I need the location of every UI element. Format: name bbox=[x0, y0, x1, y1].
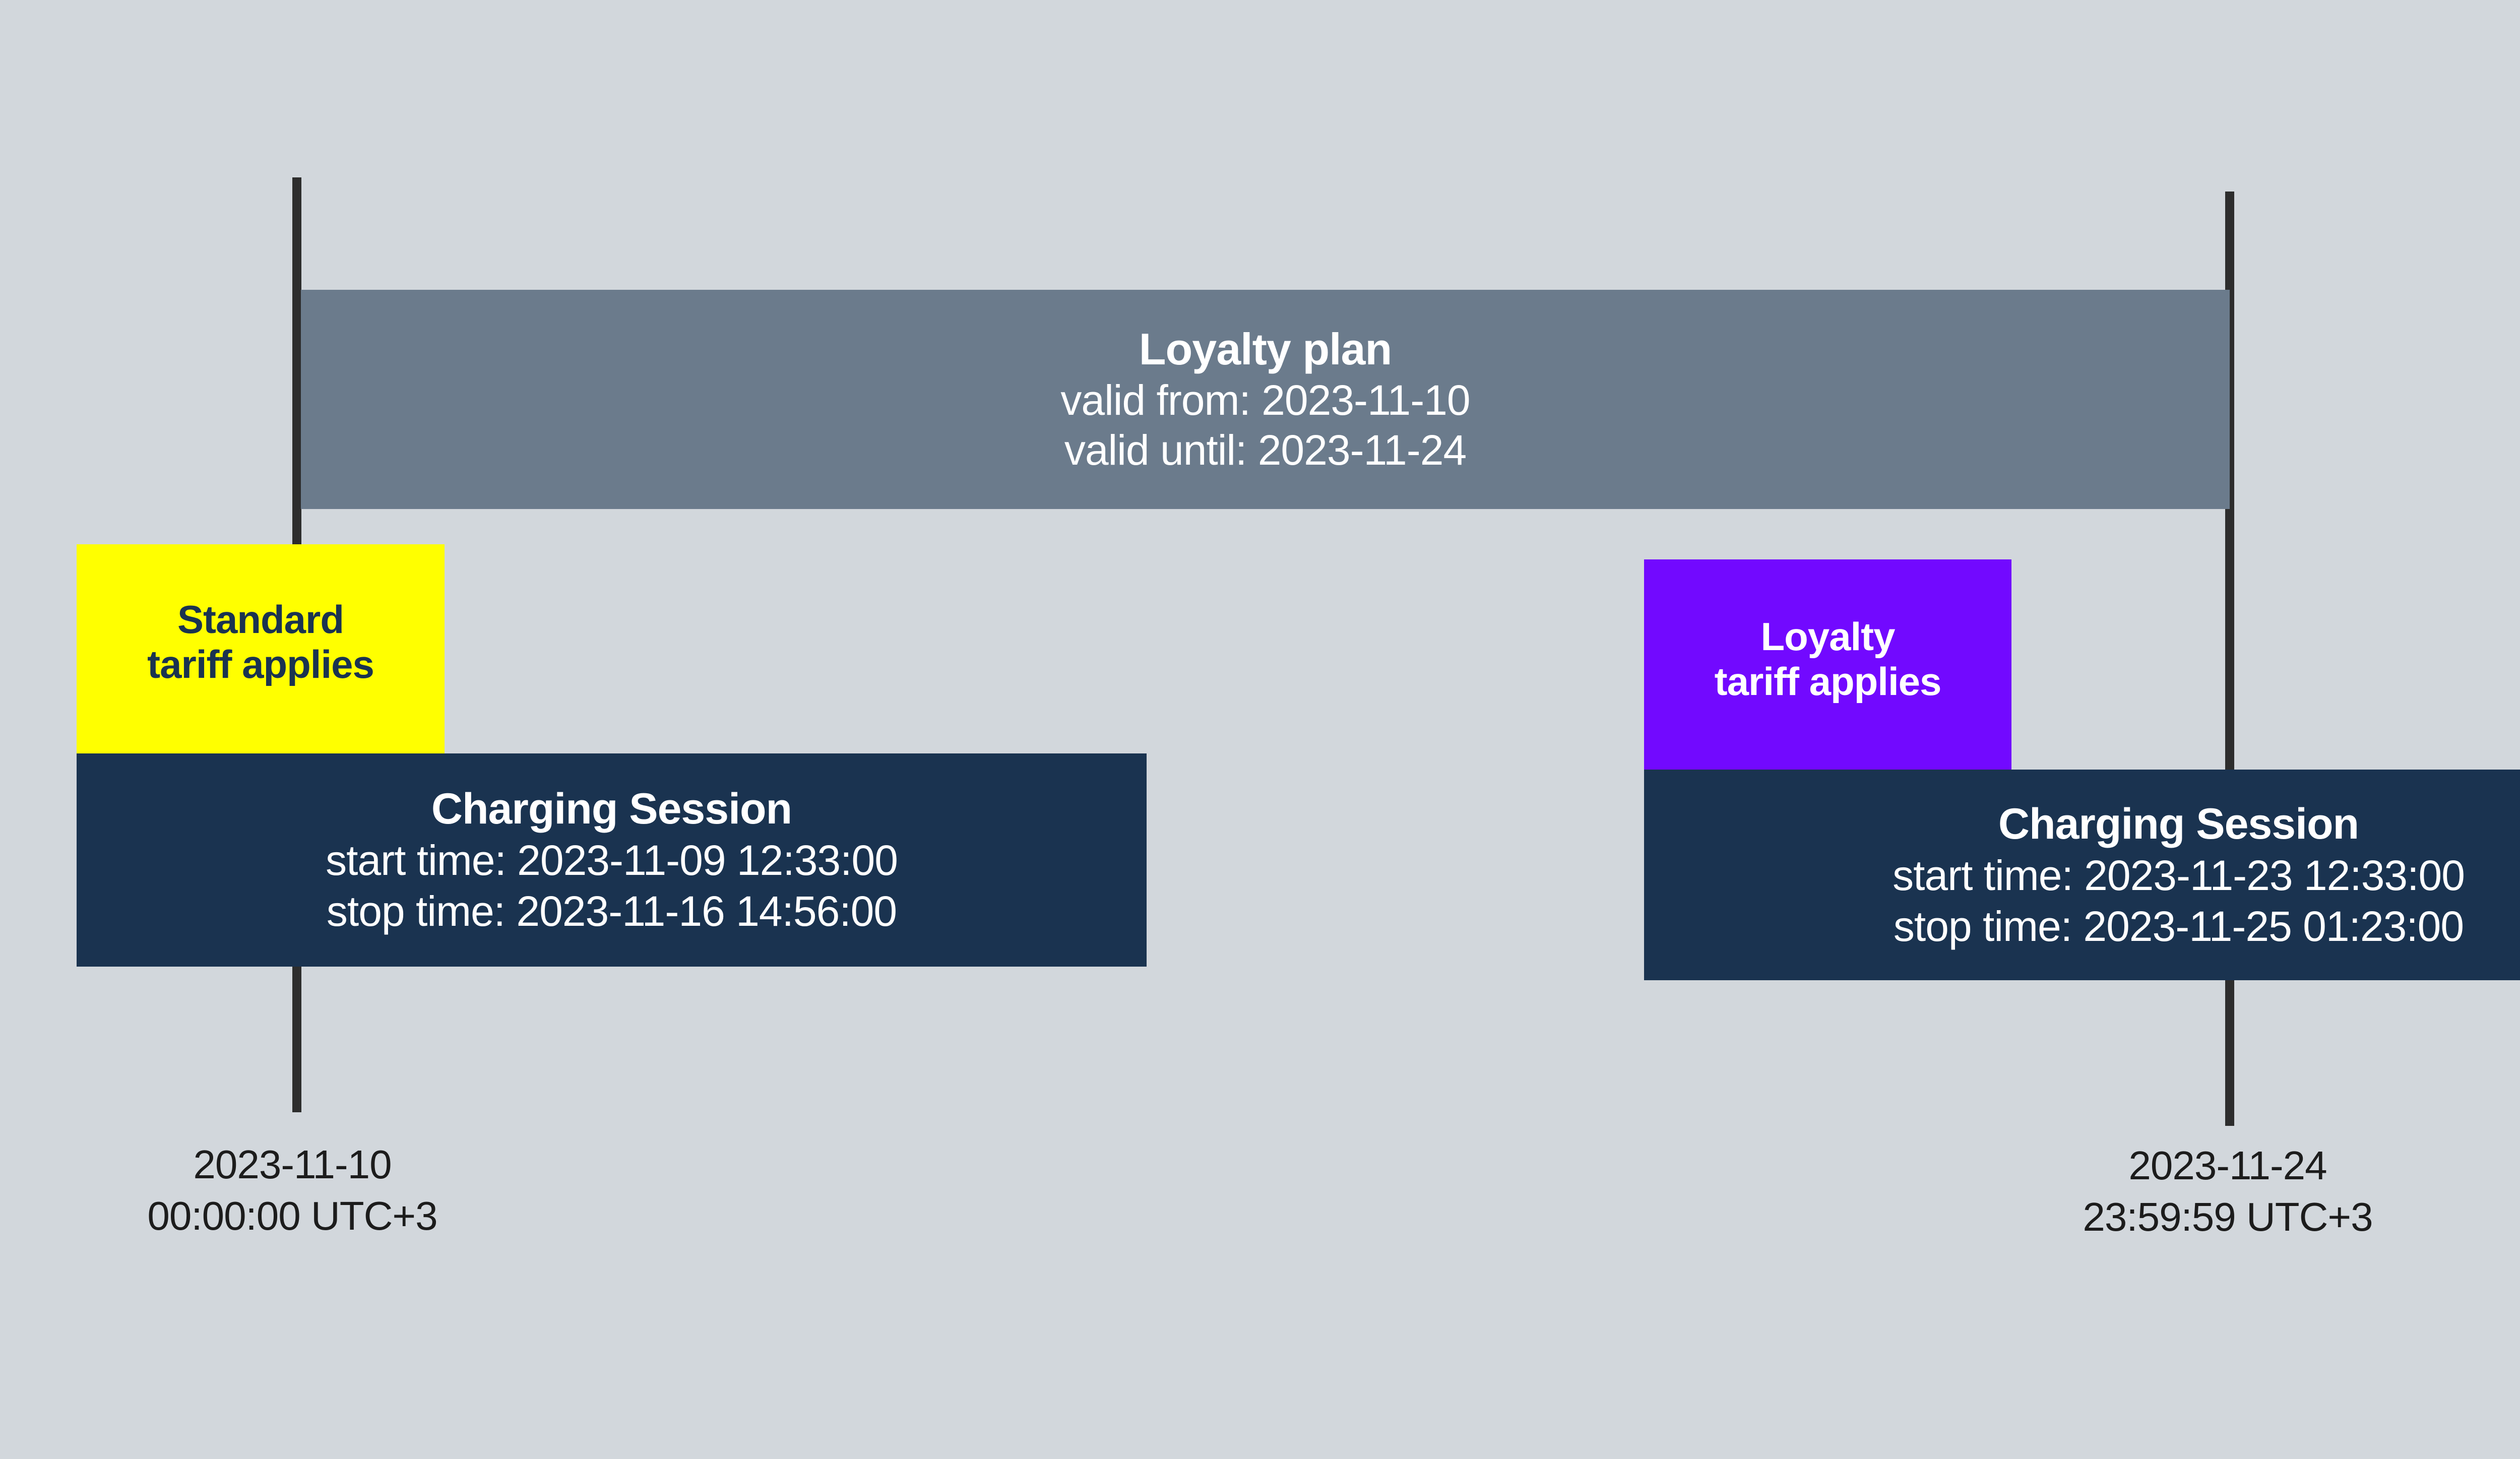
charging-session-stop-time: stop time: 2023-11-25 01:23:00 bbox=[1893, 902, 2464, 950]
charging-session-card: Charging Session start time: 2023-11-23 … bbox=[1644, 770, 2520, 980]
standard-tariff-label-line1: Standard bbox=[177, 597, 344, 642]
loyalty-plan-title: Loyalty plan bbox=[1139, 324, 1392, 374]
charging-session-title: Charging Session bbox=[431, 785, 792, 834]
charging-session-card: Charging Session start time: 2023-11-09 … bbox=[77, 753, 1147, 967]
charging-session-start-time: start time: 2023-11-09 12:33:00 bbox=[326, 837, 898, 884]
loyalty-plan-valid-until: valid until: 2023-11-24 bbox=[1064, 426, 1467, 474]
charging-session-start-time: start time: 2023-11-23 12:33:00 bbox=[1893, 851, 2465, 899]
charging-session-title: Charging Session bbox=[1998, 799, 2359, 848]
loyalty-plan-band: Loyalty plan valid from: 2023-11-10 vali… bbox=[301, 290, 2230, 509]
charging-session-stop-time: stop time: 2023-11-16 14:56:00 bbox=[326, 887, 897, 935]
standard-tariff-label-line2: tariff applies bbox=[147, 642, 374, 686]
plan-start-boundary-label: 2023-11-10 00:00:00 UTC+3 bbox=[30, 1139, 554, 1242]
plan-end-boundary-date: 2023-11-24 bbox=[2128, 1143, 2327, 1188]
loyalty-plan-valid-from: valid from: 2023-11-10 bbox=[1060, 376, 1470, 424]
plan-start-boundary-date: 2023-11-10 bbox=[193, 1142, 392, 1187]
loyalty-tariff-badge: Loyalty tariff applies bbox=[1644, 559, 2011, 770]
plan-start-boundary-time: 00:00:00 UTC+3 bbox=[147, 1193, 437, 1239]
standard-tariff-badge: Standard tariff applies bbox=[77, 544, 445, 753]
loyalty-tariff-label-line2: tariff applies bbox=[1714, 659, 1942, 704]
plan-end-boundary-time: 23:59:59 UTC+3 bbox=[2083, 1194, 2373, 1240]
loyalty-tariff-label-line1: Loyalty bbox=[1760, 614, 1895, 659]
plan-end-boundary-label: 2023-11-24 23:59:59 UTC+3 bbox=[1966, 1140, 2490, 1243]
